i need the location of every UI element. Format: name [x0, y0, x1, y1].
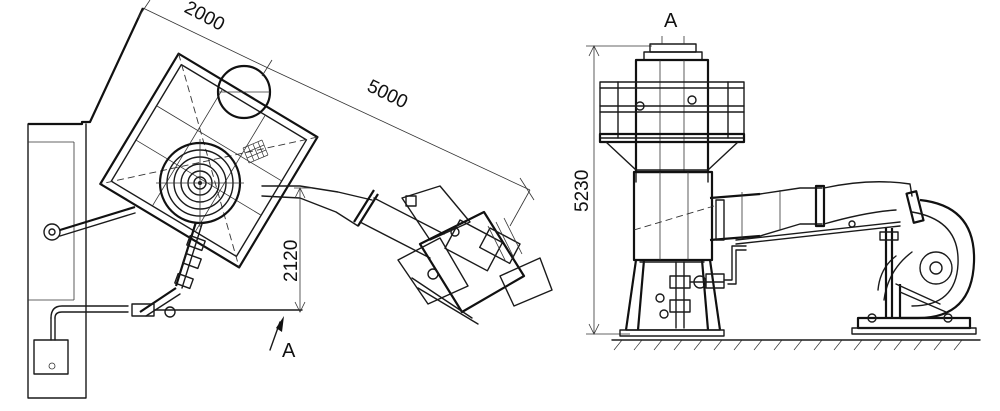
burner-rings [156, 139, 244, 227]
dim-5000-label: 5000 [364, 76, 411, 113]
view-a-label: A [664, 10, 678, 32]
top-duct-circle [216, 64, 272, 120]
platform-railing [598, 81, 746, 144]
dim-2000-label: 2000 [181, 0, 228, 36]
elevation-view: A 5230 [572, 10, 981, 351]
stack-lower-shaft [632, 170, 715, 262]
fan-pedestal [851, 228, 977, 335]
wall-valve-handwheel [43, 205, 136, 241]
stack-hopper [605, 141, 739, 183]
view-a-marker: A [282, 340, 296, 362]
stack-upper-shaft [634, 58, 710, 174]
fan-housing [877, 198, 976, 320]
base-valve-train [655, 245, 747, 329]
elevation-duct [709, 181, 925, 245]
stack-top-cap [643, 36, 703, 61]
dimension-5000: 5000 [267, 67, 535, 227]
plan-view: 2000 5000 2120 A [27, 0, 553, 399]
view-a-arrow: A [269, 316, 296, 362]
dim-2120-label: 2120 [281, 240, 302, 282]
chamber-square [99, 52, 319, 269]
support-legs [619, 259, 725, 337]
plan-valve-pipe [131, 221, 303, 318]
wall-outline [27, 7, 144, 399]
wall-cabinet [33, 305, 129, 375]
ground-line [611, 339, 981, 351]
dimension-2000: 2000 [137, 0, 273, 77]
dimension-5230: 5230 [572, 45, 652, 335]
mesh-grate [242, 139, 269, 164]
plan-fan-unit [397, 185, 553, 325]
plan-duct [261, 185, 445, 259]
dimension-2120: 2120 [281, 187, 312, 313]
dim-5230-label: 5230 [572, 170, 593, 212]
